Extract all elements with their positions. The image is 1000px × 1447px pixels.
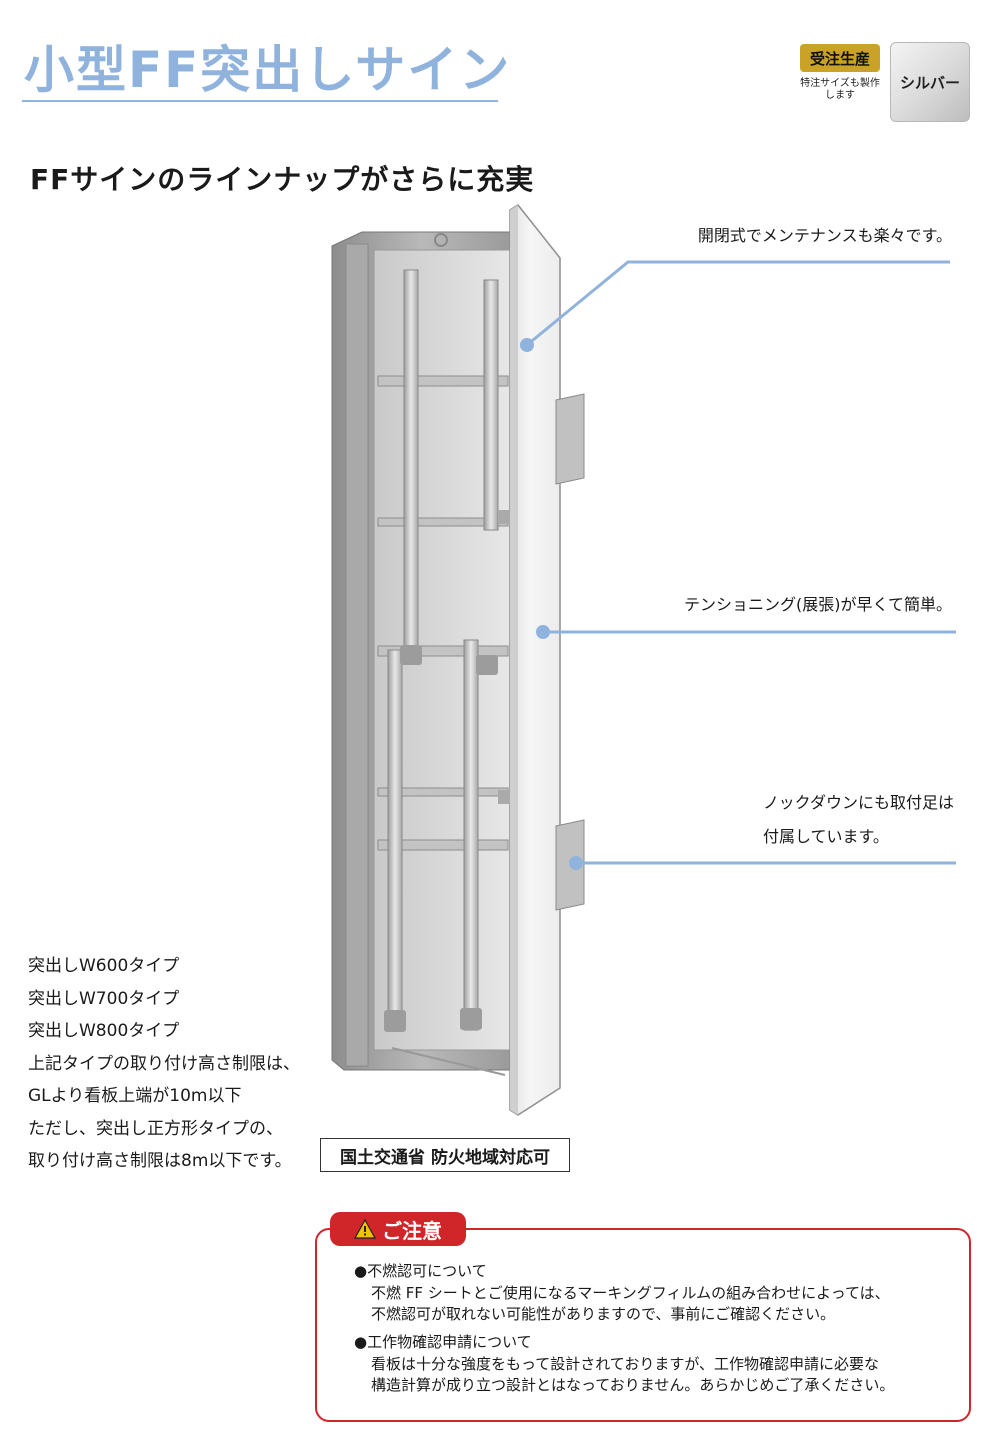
- subtitle: FFサインのラインナップがさらに充実: [30, 163, 535, 196]
- caution-tab: ご注意: [330, 1212, 466, 1246]
- spec-line: 取り付け高さ制限は8m以下です。: [28, 1151, 292, 1171]
- callout-dot-tension: [536, 625, 550, 639]
- warning-triangle-icon: [354, 1219, 376, 1239]
- callout-tensioning: テンショニング(展張)が早くて簡単。: [683, 595, 952, 614]
- crossbars: [377, 375, 509, 851]
- finish-badge-silver: シルバー: [890, 42, 970, 122]
- callout-brackets-line: ノックダウンにも取付足は: [762, 793, 954, 812]
- door-panel: [498, 204, 561, 1116]
- caution-text: 不燃 FF シートとご使用になるマーキングフィルムの組み合わせによっては、: [371, 1283, 890, 1302]
- callout-brackets: ノックダウンにも取付足は 付属しています。: [763, 786, 954, 854]
- caution-text: 看板は十分な強度をもって設計されておりますが、工作物確認申請に必要な: [371, 1354, 880, 1373]
- caution-heading: ●不燃認可について: [354, 1262, 487, 1280]
- caution-heading: ●工作物確認申請について: [354, 1333, 532, 1351]
- caution-box: [315, 1228, 971, 1422]
- spec-line: 突出しW800タイプ: [28, 1021, 180, 1041]
- callout-dot-door: [520, 338, 534, 352]
- caution-item: ●工作物確認申請について 看板は十分な強度をもって設計されておりますが、工作物確…: [354, 1332, 894, 1397]
- title-underline: [22, 100, 498, 102]
- caution-label: ご注意: [382, 1218, 442, 1243]
- caution-text: 不燃認可が取れない可能性がありますので、事前にご確認ください。: [371, 1305, 836, 1323]
- callout-leaders: [526, 260, 956, 865]
- caution-item: ●不燃認可について 不燃 FF シートとご使用になるマーキングフィルムの組み合わ…: [354, 1261, 890, 1326]
- mounting-brackets: [555, 393, 585, 911]
- spec-line: 突出しW600タイプ: [28, 956, 180, 976]
- fire-zone-approval-label: 国土交通省 防火地域対応可: [320, 1138, 570, 1172]
- callout-maintenance: 開閉式でメンテナンスも楽々です。: [697, 226, 952, 245]
- tension-pipes: [384, 269, 506, 1076]
- spec-line: GLより看板上端が10m以下: [28, 1086, 242, 1106]
- spec-line: ただし、突出し正方形タイプの、: [28, 1118, 283, 1139]
- spec-list: 突出しW600タイプ 突出しW700タイプ 突出しW800タイプ 上記タイプの取…: [28, 950, 300, 1178]
- spec-line: 突出しW700タイプ: [28, 988, 180, 1009]
- callout-dot-bracket: [569, 856, 583, 870]
- order-badge: 受注生産: [800, 44, 880, 72]
- page-title: 小型FF突出しサイン: [24, 41, 512, 99]
- caution-text: 構造計算が成り立つ設計とはなっておりません。あらかじめご了承ください。: [371, 1376, 895, 1394]
- callout-brackets-line: 付属しています。: [762, 827, 889, 846]
- order-note: 特注サイズも製作します: [800, 78, 880, 101]
- spec-line: 上記タイプの取り付け高さ制限は、: [28, 1053, 300, 1074]
